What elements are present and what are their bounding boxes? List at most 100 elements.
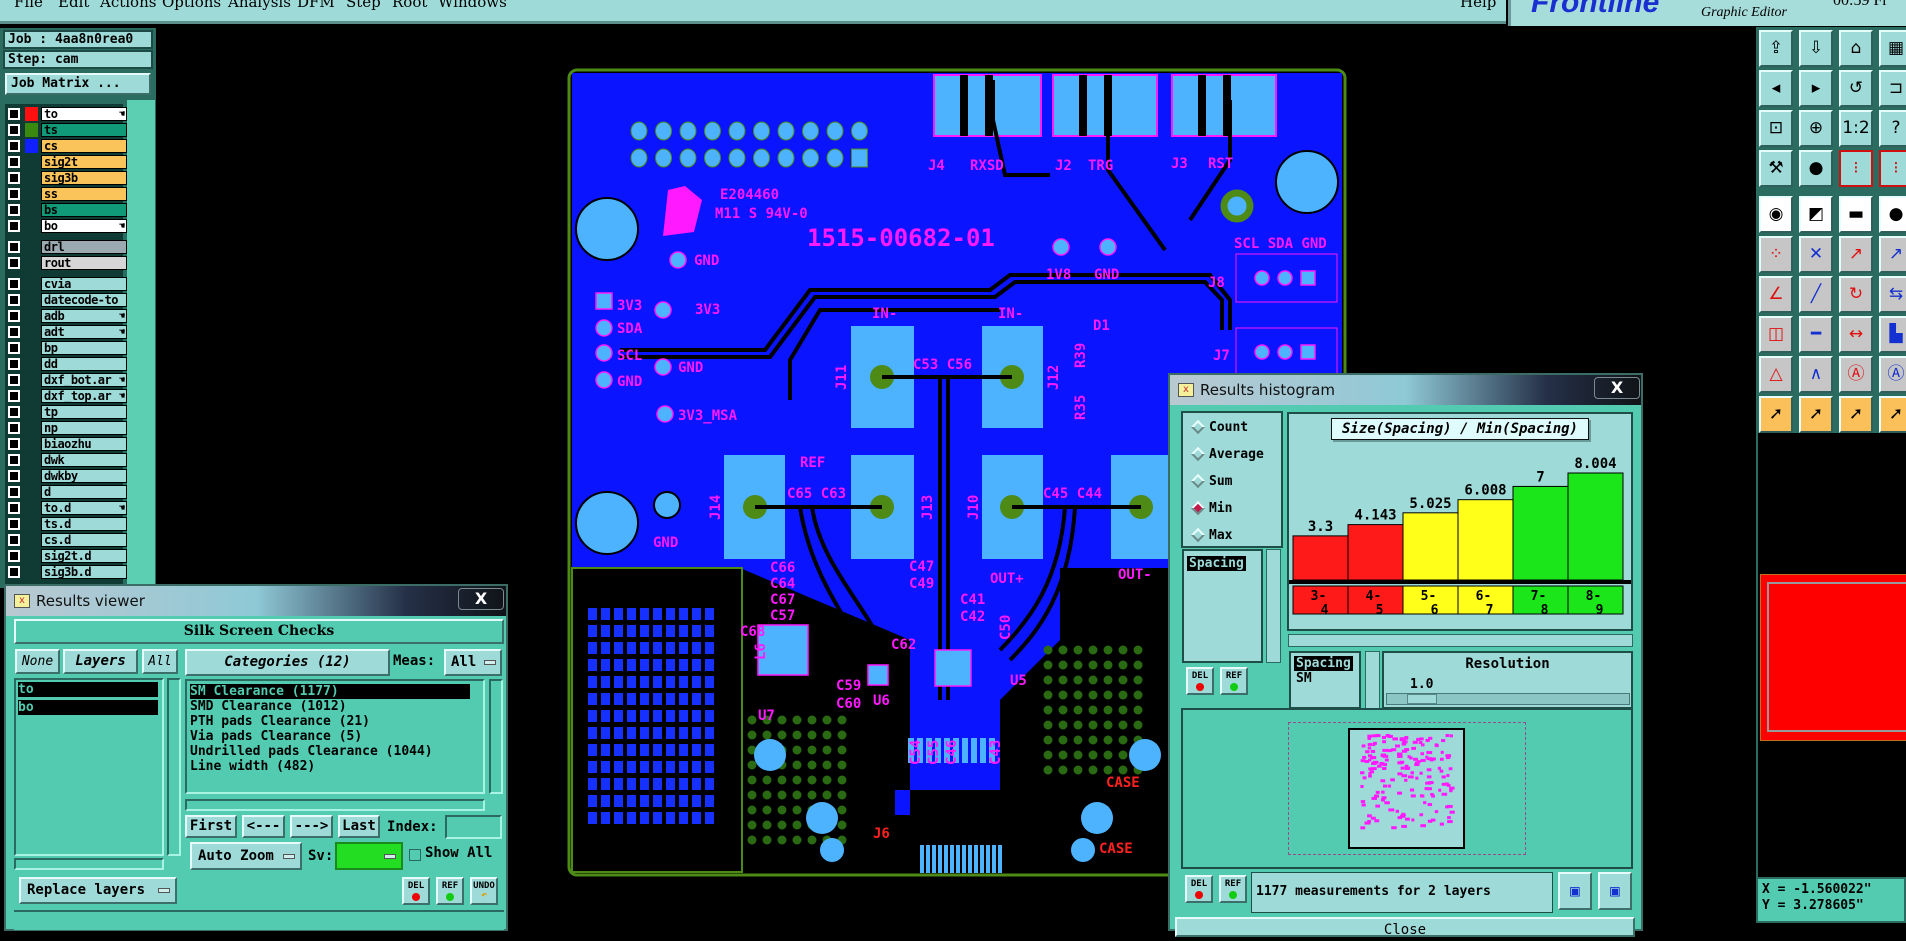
mode-radio-count[interactable]: Count <box>1190 419 1248 435</box>
layer-name[interactable]: drl <box>41 240 127 254</box>
measure-list-scrollbar[interactable] <box>1266 549 1281 663</box>
menu-step[interactable]: Step <box>346 0 381 11</box>
menu-actions[interactable]: Actions <box>100 0 157 11</box>
open-job-tool-button[interactable]: ⇪ <box>1759 30 1793 67</box>
histogram-bar[interactable] <box>1402 512 1459 581</box>
center-line-tool-button[interactable]: ━ <box>1799 316 1833 353</box>
layer-checkbox[interactable] <box>8 108 20 120</box>
layer-name[interactable]: dxf_top.ar☚ <box>41 389 127 403</box>
measure-list-item[interactable]: Spacing <box>1187 556 1246 571</box>
layer-name[interactable]: sig3b <box>41 171 127 185</box>
layer-list-hscrollbar[interactable] <box>14 858 164 870</box>
menu-analysis[interactable]: Analysis <box>228 0 291 11</box>
last-button[interactable]: Last <box>338 815 380 838</box>
layer-checkbox[interactable] <box>8 156 20 168</box>
close-button[interactable]: X <box>458 588 504 610</box>
lower-list-item[interactable]: SM <box>1296 671 1312 686</box>
layer-checkbox[interactable] <box>8 278 20 290</box>
layer-checkbox[interactable] <box>8 502 20 514</box>
category-item[interactable]: SM Clearance (1177) <box>190 684 470 699</box>
categories-scrollbar[interactable] <box>489 679 503 794</box>
close-button[interactable]: X <box>1594 377 1640 399</box>
menu-root[interactable]: Root <box>392 0 428 11</box>
menu-windows[interactable]: Windows <box>438 0 507 11</box>
bin-range-cell[interactable] <box>1457 585 1514 615</box>
categories-header-button[interactable]: Categories (12) <box>185 649 390 676</box>
angle-tool-button[interactable]: ∠ <box>1759 276 1793 313</box>
layer-checkbox[interactable] <box>8 534 20 546</box>
measure-list[interactable]: Spacing <box>1182 549 1263 663</box>
mode-radio-average[interactable]: Average <box>1190 446 1264 462</box>
histogram-delete-button[interactable]: DEL <box>1186 667 1214 695</box>
histogram-bar[interactable] <box>1567 472 1624 581</box>
layer-name[interactable]: np <box>41 421 127 435</box>
select-none-button[interactable]: None <box>15 649 60 674</box>
layer-checkbox[interactable] <box>8 390 20 402</box>
mode-radio-max[interactable]: Max <box>1190 527 1232 543</box>
mirror-tool-button[interactable]: ⇆ <box>1879 276 1906 313</box>
layer-results-list[interactable]: to bo <box>14 678 164 856</box>
categories-hscrollbar[interactable] <box>185 799 485 811</box>
previous-button[interactable]: <--- <box>242 815 285 838</box>
layer-name[interactable]: biaozhu <box>41 437 127 451</box>
layer-checkbox[interactable] <box>8 326 20 338</box>
peak-tool-button[interactable]: ∧ <box>1799 356 1833 393</box>
arch-tool-button[interactable]: Ⓐ <box>1839 356 1873 393</box>
preview-ref-button[interactable]: REF <box>1219 875 1247 903</box>
replace-layers-dropdown[interactable]: Replace layers <box>19 877 177 904</box>
category-item[interactable]: Via pads Clearance (5) <box>190 729 363 744</box>
layer-checkbox[interactable] <box>8 124 20 136</box>
layers-header-button[interactable]: Layers <box>63 649 138 674</box>
measure-pad-tool-button[interactable]: ◉ <box>1759 196 1793 233</box>
layer-checkbox[interactable] <box>8 374 20 386</box>
show-all-checkbox[interactable] <box>409 849 421 861</box>
category-item[interactable]: Line width (482) <box>190 759 316 774</box>
pan-right-tool-button[interactable]: ▸ <box>1799 70 1833 107</box>
category-item[interactable]: Undrilled pads Clearance (1044) <box>190 744 433 759</box>
layer-name[interactable]: d <box>41 485 127 499</box>
layer-name[interactable]: ts.d <box>41 517 127 531</box>
layer-checkbox[interactable] <box>8 406 20 418</box>
line-tool-button[interactable]: ╱ <box>1799 276 1833 313</box>
results-viewer-titlebar[interactable]: x Results viewer X <box>6 586 506 616</box>
import-histogram-icon[interactable]: ▣ <box>1598 872 1632 910</box>
layer-name[interactable]: adt☚ <box>41 325 127 339</box>
chart-hscrollbar[interactable] <box>1288 634 1633 647</box>
layer-name[interactable]: cs.d <box>41 533 127 547</box>
menu-options[interactable]: Options <box>162 0 222 11</box>
undo-button[interactable]: UNDO↶ <box>470 877 498 905</box>
bin-range-cell[interactable] <box>1292 585 1349 615</box>
index-input[interactable] <box>445 815 502 839</box>
mode-radio-sum[interactable]: Sum <box>1190 473 1232 489</box>
first-button[interactable]: First <box>185 815 237 838</box>
layer-name[interactable]: dwk <box>41 453 127 467</box>
menu-file[interactable]: File <box>14 0 43 11</box>
home-tool-button[interactable]: ⌂ <box>1839 30 1873 67</box>
layer-name[interactable]: ts <box>41 123 127 137</box>
feature-distance-tool-button[interactable]: ◫ <box>1759 316 1793 353</box>
meas-dropdown[interactable]: All <box>444 649 502 676</box>
lower-list[interactable]: Spacing SM <box>1289 651 1361 709</box>
layer-name[interactable]: dxf_bot.ar☚ <box>41 373 127 387</box>
rotate-tool-button[interactable]: ↻ <box>1839 276 1873 313</box>
layer-checkbox[interactable] <box>8 140 20 152</box>
layer-checkbox[interactable] <box>8 342 20 354</box>
zoom-center-tool-button[interactable]: ⊕ <box>1799 110 1833 147</box>
pan-left-tool-button[interactable]: ◂ <box>1759 70 1793 107</box>
histogram-bar[interactable] <box>1457 499 1514 581</box>
export-histogram-icon[interactable]: ▣ <box>1558 872 1592 910</box>
layer-checkbox[interactable] <box>8 566 20 578</box>
menu-help[interactable]: Help <box>1460 0 1497 11</box>
select-all-button[interactable]: All <box>142 649 178 674</box>
layer-checkbox[interactable] <box>8 220 20 232</box>
bin-range-cell[interactable] <box>1347 585 1404 615</box>
select-tool-button[interactable]: ➚ <box>1759 396 1793 433</box>
point-to-point-tool-button[interactable]: ↗ <box>1839 236 1873 273</box>
ref-button[interactable]: REF <box>436 877 464 905</box>
layer-name[interactable]: adb☚ <box>41 309 127 323</box>
ruler-tool-button[interactable]: ▬ <box>1839 196 1873 233</box>
point-arrow-tool-button[interactable]: ↗ <box>1879 236 1906 273</box>
select-box-tool-button[interactable]: ➚ <box>1799 396 1833 433</box>
layer-checkbox[interactable] <box>8 172 20 184</box>
layer-name[interactable]: to.d☚ <box>41 501 127 515</box>
